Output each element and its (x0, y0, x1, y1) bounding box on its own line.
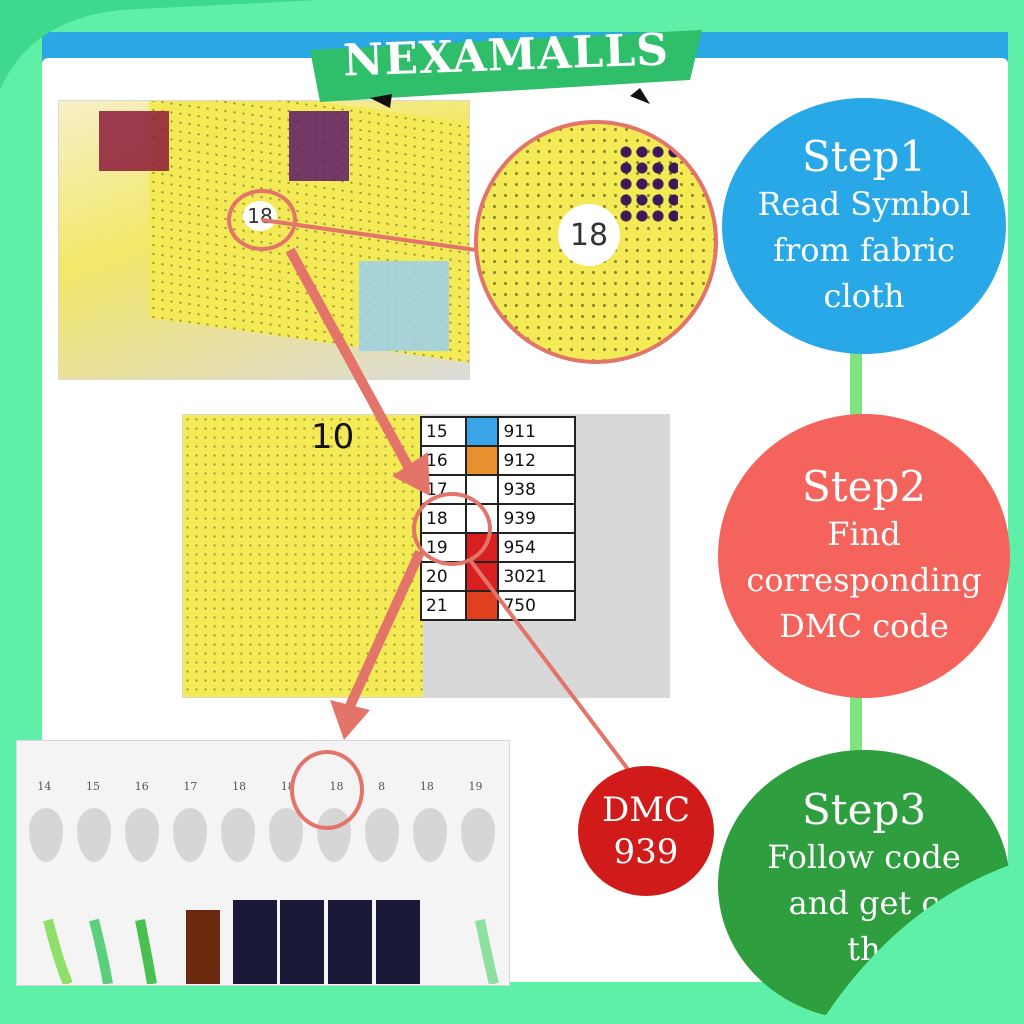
partial-number: 10 (311, 417, 355, 457)
dmc-code: 912 (497, 445, 576, 476)
color-swatch (465, 445, 500, 476)
symbol-number: 21 (419, 590, 468, 621)
arrow-head (330, 700, 370, 740)
pattern-block (289, 111, 349, 181)
thread-number: 8 (378, 780, 386, 793)
thread-holder (365, 808, 399, 862)
thread-holder (269, 808, 303, 862)
arrow-head (392, 452, 430, 496)
thread-holder (221, 808, 255, 862)
step-text: Read Symbol from fabric cloth (757, 185, 971, 315)
step-text: Find corresponding DMC code (746, 515, 982, 645)
dmc-code: 938 (497, 474, 576, 505)
step2-circle: Step2 Find corresponding DMC code (718, 414, 1010, 698)
navy-thread (280, 900, 324, 984)
navy-thread (233, 900, 277, 984)
dmc-code: 954 (497, 532, 576, 563)
step-title: Step2 (801, 462, 927, 511)
thread-number: 18 (232, 780, 247, 793)
dmc-label: DMC (601, 790, 691, 830)
dmc-code: 939 (613, 832, 679, 872)
step1-circle: Step1 Read Symbol from fabric cloth (722, 98, 1006, 354)
key-row: 21 750 (419, 590, 576, 621)
dmc-code: 750 (497, 590, 576, 621)
pattern-block (359, 261, 449, 351)
zoom-symbol-label: 18 (558, 204, 620, 266)
step-connector (850, 694, 862, 754)
connector-line (261, 218, 477, 252)
color-swatch (465, 590, 500, 621)
step3-circle: Step3 Follow code and get c th (718, 750, 1010, 1020)
navy-thread (328, 900, 372, 984)
frame-swoosh (820, 860, 1024, 1024)
symbol-number: 20 (419, 561, 468, 592)
banner-fold (630, 88, 650, 104)
thread-number: 19 (468, 780, 483, 793)
zoom-circle: 18 (474, 120, 718, 364)
brown-thread (186, 910, 220, 984)
thread-number: 15 (86, 780, 101, 793)
dmc-code: 911 (497, 416, 576, 447)
thread-holder (461, 808, 495, 862)
thread-number: 18 (419, 780, 434, 793)
thread-holder (125, 808, 159, 862)
thread-holder (29, 808, 63, 862)
arrow-line (345, 549, 425, 709)
printed-fabric (183, 415, 423, 697)
dmc-badge: DMC 939 (578, 766, 714, 896)
dmc-code: 939 (497, 503, 576, 534)
key-row: 15 911 (419, 416, 576, 447)
green-thread (89, 918, 113, 984)
highlight-ring (290, 750, 364, 830)
threads (43, 900, 499, 984)
banner-fold (370, 94, 392, 108)
thread-holders (22, 808, 502, 862)
brand-banner (310, 30, 702, 108)
connector-line (468, 558, 632, 774)
step-connector (850, 350, 862, 420)
step-title: Step1 (801, 132, 927, 181)
step-title: Step3 (801, 785, 927, 834)
thread-holder (413, 808, 447, 862)
pattern-block (99, 111, 169, 171)
green-thread (135, 919, 157, 984)
symbol-number: 15 (419, 416, 468, 447)
highlight-ring (412, 492, 492, 566)
step-text: Follow code and get c th (767, 838, 961, 968)
thread-number: 14 (37, 780, 52, 793)
color-swatch (465, 416, 500, 447)
thread-number: 16 (134, 780, 149, 793)
arrow-line (285, 247, 415, 473)
thread-holder (173, 808, 207, 862)
highlight-ring (227, 189, 297, 251)
frame-swoosh (0, 0, 320, 90)
green-thread (475, 919, 499, 984)
pattern-dots (618, 144, 678, 224)
green-thread (43, 918, 73, 984)
dmc-code: 3021 (497, 561, 576, 592)
banner-ribbon (310, 30, 702, 102)
navy-thread (376, 900, 420, 984)
thread-holder (77, 808, 111, 862)
thread-number: 17 (183, 780, 198, 793)
